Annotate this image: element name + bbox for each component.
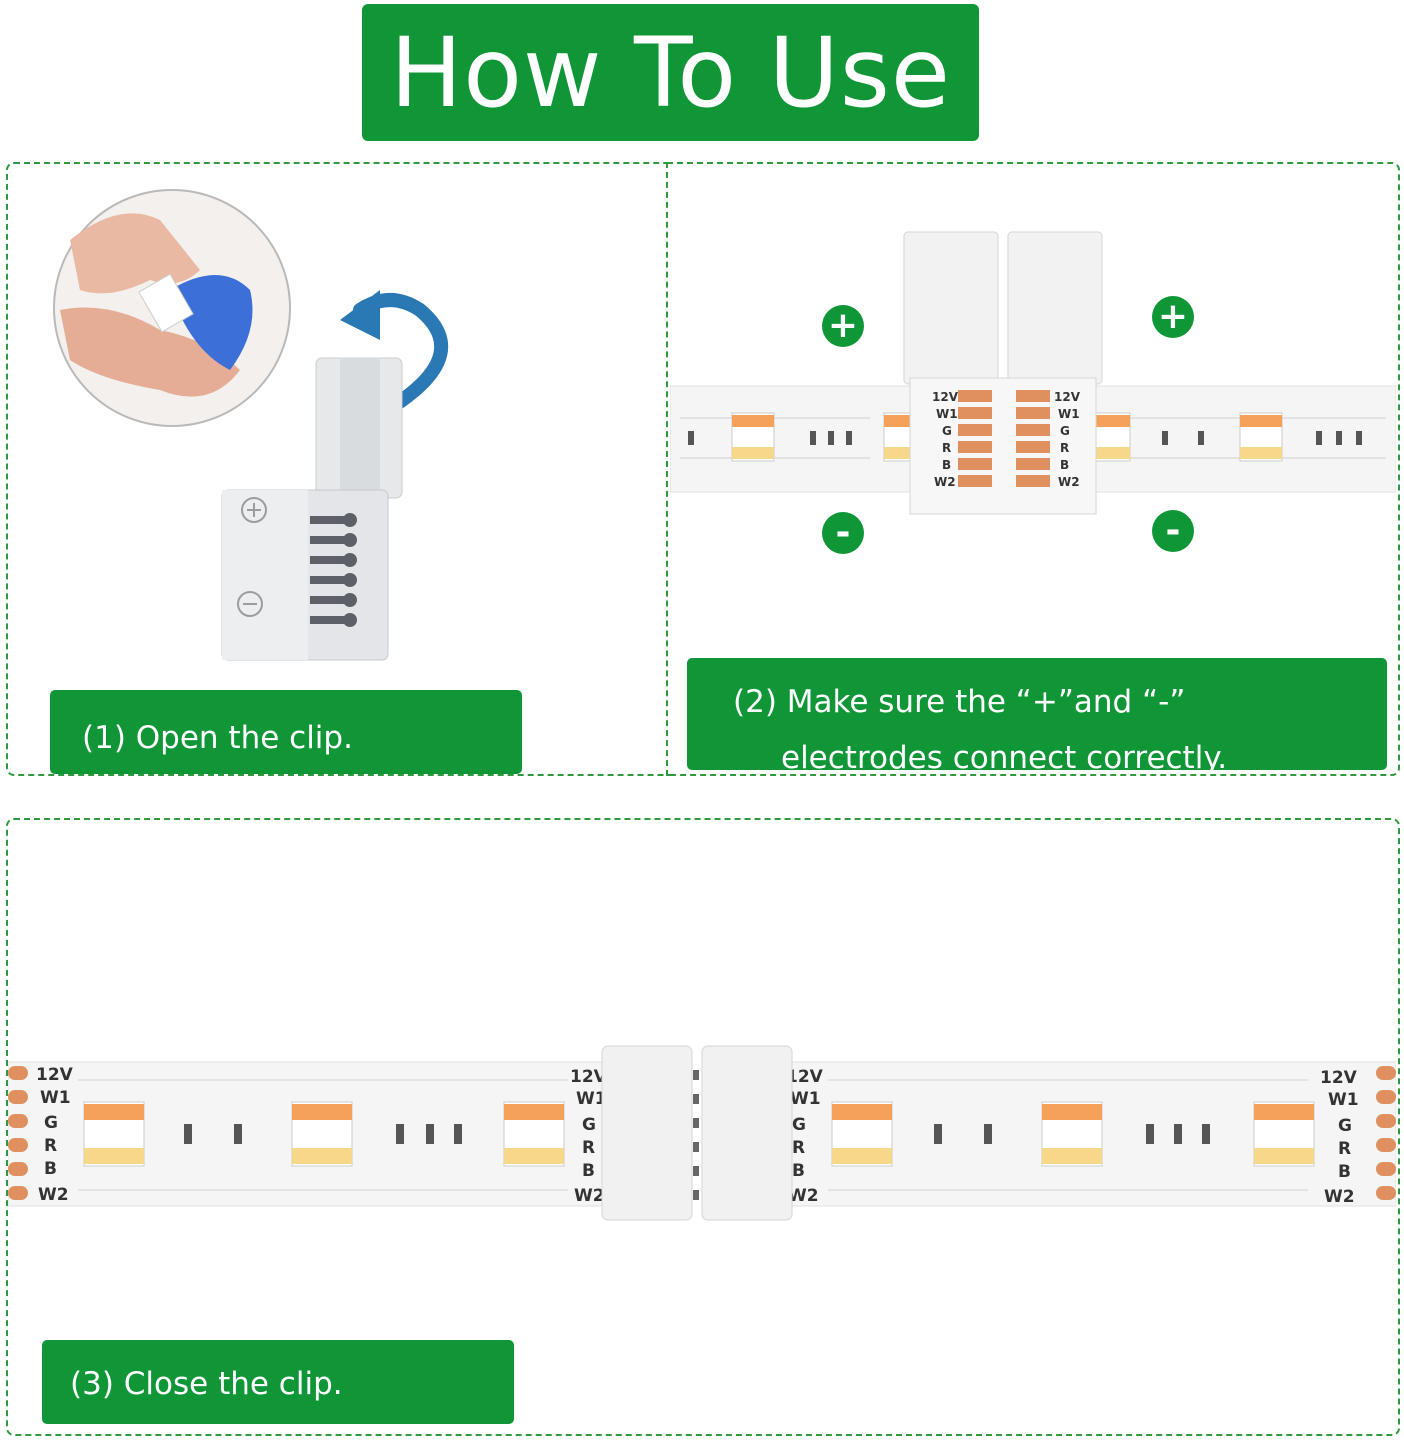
pin-label: 12V — [36, 1065, 74, 1085]
plus-icon: + — [1152, 296, 1194, 338]
led-chip — [291, 1101, 353, 1167]
pin-label: B — [792, 1161, 805, 1181]
pin-label: W2 — [574, 1186, 605, 1206]
resistors — [688, 431, 1362, 445]
pin-label: R — [792, 1138, 805, 1158]
pry-tool-icon — [170, 275, 253, 370]
minus-symbol: - — [835, 512, 851, 553]
minus-icon: - — [1152, 510, 1194, 552]
connector-left-lid — [903, 231, 999, 385]
pin-label: W2 — [1058, 475, 1080, 489]
pin-label: R — [1338, 1139, 1351, 1159]
connector-right-lid — [1007, 231, 1103, 385]
minus-mark-icon — [237, 591, 263, 617]
led-chip — [503, 1101, 565, 1167]
plus-symbol: + — [1157, 296, 1189, 337]
led-chip — [1041, 1101, 1103, 1167]
pin-label: B — [44, 1159, 57, 1179]
pin-label: W1 — [40, 1088, 71, 1108]
connector-pads — [958, 390, 1050, 487]
pin-label: G — [582, 1115, 596, 1135]
end-pads — [8, 1066, 1396, 1200]
pin-label: W2 — [38, 1185, 69, 1205]
pin-label: 12V — [932, 390, 959, 404]
page-title: How To Use — [390, 16, 951, 129]
step-3-caption-text: (3) Close the clip. — [70, 1366, 343, 1402]
open-arrow-icon — [353, 293, 449, 427]
pin-label: W2 — [934, 475, 956, 489]
step-2-caption: (2) Make sure the “+”and “-” electrodes … — [687, 658, 1387, 776]
plus-symbol: + — [827, 305, 859, 346]
led-chip — [83, 1101, 145, 1167]
pin-label: B — [582, 1161, 595, 1181]
plus-mark-icon — [241, 497, 267, 523]
finger-icon — [70, 213, 200, 294]
resistors — [184, 1124, 1210, 1144]
led-chip — [1253, 1101, 1315, 1167]
pin-label: W1 — [1328, 1090, 1359, 1110]
step-3-caption: (3) Close the clip. — [42, 1340, 514, 1424]
pin-label: W1 — [790, 1089, 821, 1109]
step-2-panel — [666, 162, 1400, 776]
closed-connector-right — [701, 1045, 793, 1221]
title-banner: How To Use — [362, 4, 979, 141]
pin-label: G — [1060, 424, 1070, 438]
strip-traces — [680, 417, 1386, 459]
pin-label: R — [1060, 441, 1069, 455]
step-1-caption: (1) Open the clip. — [50, 690, 522, 774]
pin-label: W2 — [1324, 1187, 1355, 1207]
pin-label: W1 — [576, 1089, 607, 1109]
step-3-illustration: 12V W1 G R B W2 12V W1 G R B W2 12V W1 G… — [8, 1045, 1396, 1221]
pin-label: 12V — [1054, 390, 1081, 404]
pin-label: 12V — [570, 1067, 608, 1087]
pin-label: G — [44, 1113, 58, 1133]
strip-traces — [78, 1079, 1308, 1191]
led-chip — [731, 412, 775, 462]
clip-contacts — [310, 513, 357, 627]
closed-connector-left — [601, 1045, 693, 1221]
pin-label: 12V — [786, 1067, 824, 1087]
pin-label: G — [792, 1115, 806, 1135]
plus-icon: + — [822, 305, 864, 347]
step-1-illustration — [53, 189, 449, 661]
connector-base — [909, 377, 1097, 515]
pin-label: W1 — [936, 407, 958, 421]
step-2-caption-line-2: electrodes connect correctly. — [781, 740, 1228, 776]
minus-icon: - — [822, 512, 864, 554]
pin-label: G — [1338, 1116, 1352, 1136]
pin-label: R — [44, 1136, 57, 1156]
pin-label: W2 — [788, 1186, 819, 1206]
step-1-caption-text: (1) Open the clip. — [82, 720, 353, 756]
pin-label: R — [582, 1138, 595, 1158]
step-2-caption-line-1: (2) Make sure the “+”and “-” — [733, 684, 1186, 720]
thumb-icon — [60, 307, 240, 397]
pin-label: W1 — [1058, 407, 1080, 421]
pin-label: 12V — [1320, 1068, 1358, 1088]
step-3-panel — [6, 818, 1400, 1436]
pin-label: G — [942, 424, 952, 438]
pin-label: B — [1338, 1162, 1351, 1182]
pin-label: B — [1060, 458, 1069, 472]
pin-label: R — [942, 441, 951, 455]
led-chip — [831, 1101, 893, 1167]
led-chip — [1239, 412, 1283, 462]
step-1-panel — [6, 162, 672, 776]
minus-symbol: - — [1165, 510, 1181, 551]
step-2-illustration: 12V W1 G R B W2 12V W1 G R B W2 — [670, 231, 1396, 515]
pin-label: B — [942, 458, 951, 472]
